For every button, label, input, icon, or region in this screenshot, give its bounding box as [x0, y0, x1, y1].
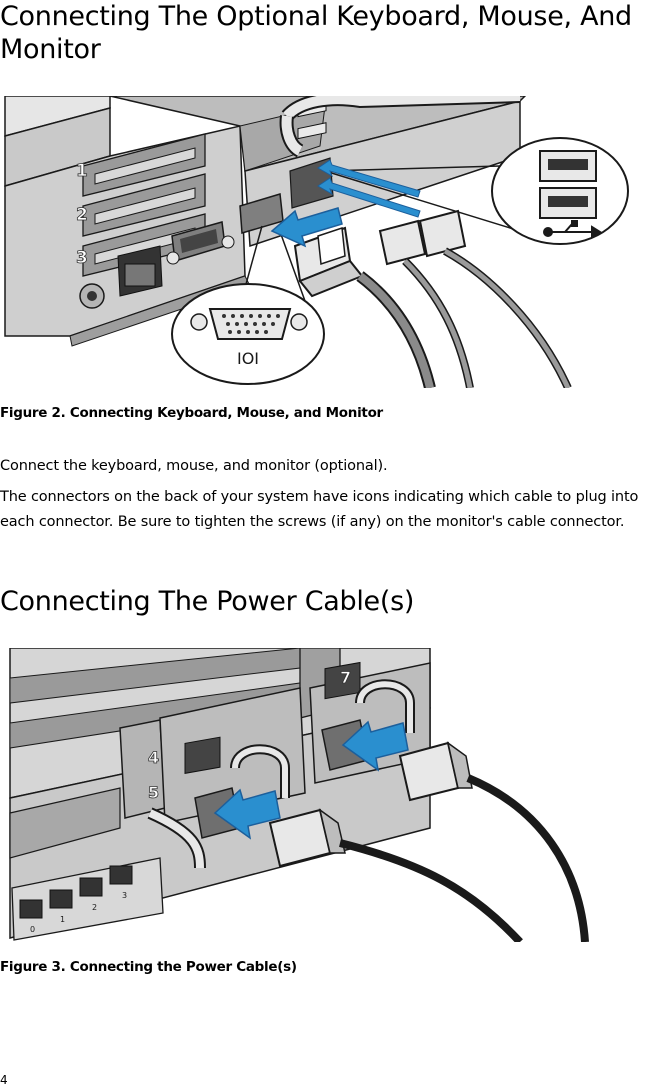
- paragraph-connector-icons: The connectors on the back of your syste…: [0, 489, 639, 530]
- slot-numbers: 1 2 3: [76, 161, 89, 269]
- bay-number-7: 7: [340, 668, 351, 687]
- monitor-cable: [293, 226, 436, 388]
- power-plug-lower: [194, 787, 523, 942]
- section-heading-keyboard-mouse-monitor: Connecting The Optional Keyboard, Mouse,…: [0, 1, 632, 65]
- figure-keyboard-mouse-monitor: 1 2 3 IOI: [4, 96, 629, 388]
- bay-numbers: 4 5 7: [148, 668, 352, 803]
- figure-caption-keyboard: Figure 2. Connecting Keyboard, Mouse, an…: [0, 405, 383, 421]
- server-chassis: [9, 648, 431, 941]
- cable-retention-clips-fill: [232, 681, 413, 798]
- vga-label-icon: IOI: [237, 349, 259, 368]
- usb-symbol-icon: [543, 220, 602, 239]
- vga-callout: IOI: [171, 225, 325, 385]
- usb-cables: [378, 209, 572, 388]
- usb-callout: [324, 137, 629, 245]
- nic-label-0: 0: [30, 925, 35, 934]
- figure-caption-power: Figure 3. Connecting the Power Cable(s): [0, 959, 297, 975]
- connection-arrows: [213, 720, 409, 840]
- server-chassis: [4, 96, 527, 347]
- figure-power-cables: 4 5 7 0 1 2 3: [9, 648, 589, 942]
- nic-label-2: 2: [92, 903, 97, 912]
- paragraph-connect-devices: Connect the keyboard, mouse, and monitor…: [0, 458, 388, 474]
- nic-labels: 0 1 2 3: [30, 891, 127, 934]
- nic-label-1: 1: [60, 915, 65, 924]
- page-number: 4: [0, 1073, 8, 1087]
- slot-number-3: 3: [76, 248, 88, 268]
- connection-arrows: [270, 159, 421, 248]
- nic-label-3: 3: [122, 891, 127, 900]
- section-heading-power-cables: Connecting The Power Cable(s): [0, 586, 415, 617]
- arrow-power-lower-icon: [213, 788, 281, 840]
- arrow-usb-icon: [317, 159, 421, 198]
- arrow-power-upper-icon: [341, 720, 409, 772]
- slot-number-1: 1: [76, 161, 88, 181]
- arrow-usb-icon: [317, 177, 421, 218]
- arrow-monitor-icon: [270, 207, 343, 248]
- slot-number-2: 2: [76, 205, 88, 225]
- bay-number-4: 4: [148, 748, 159, 767]
- bay-number-5: 5: [148, 783, 159, 802]
- vga-port-icon: [208, 308, 292, 340]
